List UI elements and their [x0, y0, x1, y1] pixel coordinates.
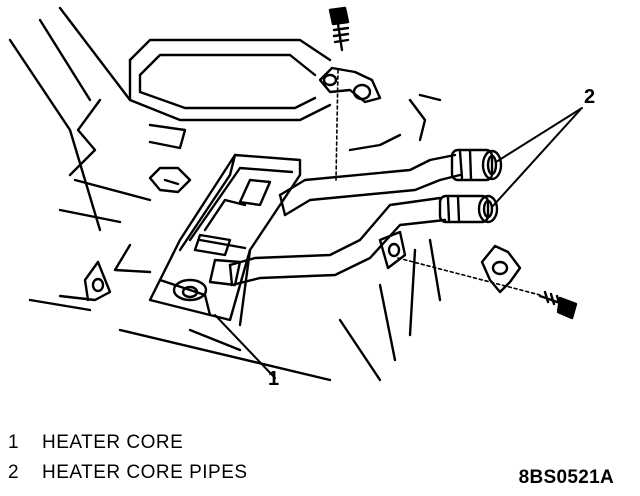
callout-number-1: 1 — [268, 368, 280, 390]
heater-core — [148, 153, 302, 327]
legend-label: HEATER CORE PIPES — [42, 462, 248, 483]
legend-number: 2 — [8, 462, 20, 483]
right-screw — [538, 290, 578, 320]
legend-row: 2 HEATER CORE PIPES — [8, 458, 248, 488]
legend-row: 1 HEATER CORE — [8, 428, 248, 458]
top-screw — [328, 6, 350, 52]
heater-core-pipe-upper — [278, 148, 503, 217]
pipe-clamp-lower — [378, 230, 407, 270]
callout-number-2: 2 — [584, 86, 596, 108]
heater-core-pipe-lower — [228, 194, 499, 287]
legend-label: HEATER CORE — [42, 432, 184, 453]
screw-guide-line-right — [397, 257, 541, 296]
legend-number: 1 — [8, 432, 20, 453]
heater-core-diagram — [8, 6, 583, 382]
top-clamp — [318, 66, 382, 104]
mounting-tab — [148, 166, 192, 194]
figure-code: 8BS0521A — [518, 467, 614, 488]
body-panel — [8, 6, 442, 382]
leader-lines — [214, 107, 583, 379]
legend: 1 HEATER CORE 2 HEATER CORE PIPES — [8, 428, 248, 488]
left-bracket — [58, 260, 112, 302]
right-clamp — [480, 244, 522, 294]
screw-guide-line-top — [335, 69, 339, 181]
